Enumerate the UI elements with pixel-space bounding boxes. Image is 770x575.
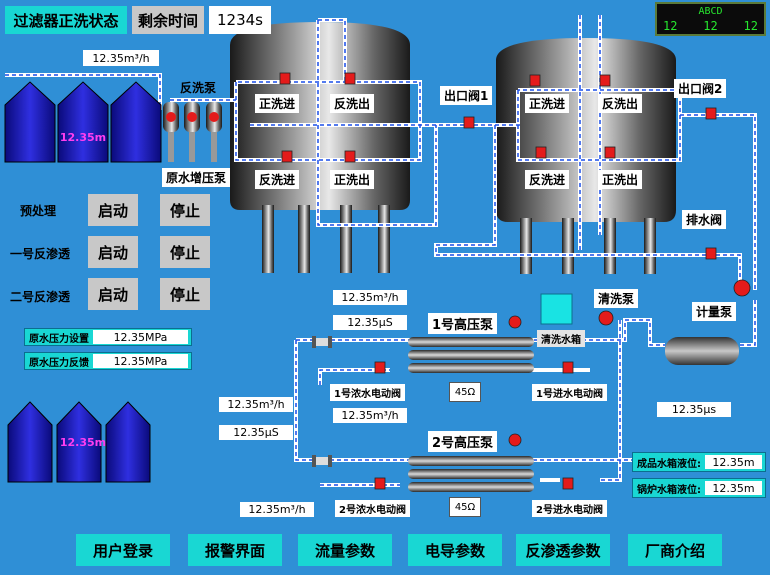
- pretreat-stop-button[interactable]: 停止: [160, 194, 210, 226]
- status-title: 过滤器正洗状态: [5, 6, 127, 34]
- lcd-title: ABCD: [698, 6, 723, 17]
- clean-pump-label: 清洗泵: [594, 289, 639, 308]
- product-level-row: 成品水箱液位: 12.35m: [632, 452, 766, 472]
- tank1-backwash-in-label: 反洗进: [255, 170, 300, 189]
- raw-water-tanks-bottom: [7, 401, 151, 483]
- ro-membranes-2: [408, 456, 534, 492]
- pretreat-label: 预处理: [20, 204, 57, 218]
- backwash-pump-label: 反洗泵: [180, 81, 217, 95]
- hp2-label: 2号高压泵: [428, 431, 498, 452]
- pressure-set-row: 原水压力设置 12.35MPa: [24, 328, 192, 346]
- lcd-display: ABCD 12 12 12: [655, 2, 766, 36]
- drain-valve-label: 排水阀: [682, 210, 727, 229]
- pressure-set-label: 原水压力设置: [29, 333, 89, 345]
- ro-membranes-1: [408, 337, 534, 373]
- tank2-backwash-out-label: 反洗出: [598, 94, 643, 113]
- top-flow-value: 12.35m³/h: [83, 50, 159, 66]
- tank1-backwash-out-label: 反洗出: [330, 94, 375, 113]
- conc2-valve-label: 2号浓水电动阀: [335, 500, 410, 517]
- pretreat-start-button[interactable]: 启动: [88, 194, 138, 226]
- boiler-level-label: 锅炉水箱液位:: [637, 484, 701, 496]
- clean-tank-label: 清洗水箱: [537, 330, 585, 347]
- ro2-start-button[interactable]: 启动: [88, 278, 138, 310]
- mid-flow-value: 12.35m³/h: [219, 397, 293, 412]
- ro2-label: 二号反渗透: [10, 290, 71, 304]
- bottom-flow-value: 12.35m³/h: [240, 502, 314, 517]
- remaining-time-value: 1234s: [209, 6, 271, 34]
- boiler-level-row: 锅炉水箱液位: 12.35m: [632, 478, 766, 498]
- ro1-start-button[interactable]: 启动: [88, 236, 138, 268]
- tank1-forward-in-label: 正洗进: [255, 94, 300, 113]
- lcd-value-1: 12: [663, 19, 678, 33]
- nav-user-login-button[interactable]: 用户登录: [76, 534, 170, 566]
- lcd-value-3: 12: [743, 19, 758, 33]
- outlet-valve-1-label: 出口阀1: [440, 86, 493, 105]
- raw-boost-pump-label: 原水增压泵: [162, 168, 231, 187]
- outlet-valve-2-label: 出口阀2: [674, 79, 727, 98]
- product-level-value: 12.35m: [705, 455, 762, 469]
- tank2-forward-out-label: 正洗出: [598, 170, 643, 189]
- tank1-forward-out-label: 正洗出: [330, 170, 375, 189]
- ro1-stop-button[interactable]: 停止: [160, 236, 210, 268]
- tank-level-top: 12.35m: [59, 130, 107, 144]
- pressure-set-value[interactable]: 12.35MPa: [93, 330, 188, 344]
- tank2-backwash-in-label: 反洗进: [525, 170, 570, 189]
- nav-alarm-button[interactable]: 报警界面: [188, 534, 282, 566]
- raw-water-tanks-top: [4, 81, 162, 163]
- nav-flow-params-button[interactable]: 流量参数: [298, 534, 392, 566]
- hp1-flow-value: 12.35m³/h: [333, 290, 407, 305]
- pressure-feedback-label: 原水压力反馈: [29, 357, 89, 369]
- ro1-label: 一号反渗透: [10, 247, 71, 261]
- clean-tank-body: [540, 293, 573, 325]
- tank2-forward-in-label: 正洗进: [525, 94, 570, 113]
- boiler-level-value: 12.35m: [705, 481, 762, 495]
- nav-vendor-info-button[interactable]: 厂商介绍: [628, 534, 722, 566]
- conc1-valve-label: 1号浓水电动阀: [330, 384, 405, 401]
- backwash-pump-group: [163, 102, 222, 162]
- remaining-time-label: 剩余时间: [132, 6, 204, 34]
- pressure-feedback-row: 原水压力反馈 12.35MPa: [24, 352, 192, 370]
- ro2-stop-button[interactable]: 停止: [160, 278, 210, 310]
- product-level-label: 成品水箱液位:: [637, 458, 701, 470]
- tank-level-bottom: 12.35m: [59, 435, 107, 449]
- product-tank-horizontal: [665, 337, 739, 365]
- hp1-conductivity-value: 12.35μS: [333, 315, 407, 330]
- in2-valve-label: 2号进水电动阀: [532, 500, 607, 517]
- hp2-gauge: 45Ω: [449, 497, 481, 517]
- right-conductivity-value: 12.35μs: [657, 402, 731, 417]
- filter-tank-2: [496, 38, 676, 274]
- hp1-label: 1号高压泵: [428, 313, 498, 334]
- nav-conductivity-params-button[interactable]: 电导参数: [408, 534, 502, 566]
- pressure-feedback-value: 12.35MPa: [93, 354, 188, 368]
- nav-ro-params-button[interactable]: 反渗透参数: [516, 534, 610, 566]
- conc1-flow-value: 12.35m³/h: [333, 408, 407, 423]
- lcd-value-2: 12: [703, 19, 718, 33]
- in1-valve-label: 1号进水电动阀: [532, 384, 607, 401]
- meter-pump-label: 计量泵: [692, 302, 737, 321]
- hp1-gauge: 45Ω: [449, 382, 481, 402]
- mid-conductivity-value: 12.35μS: [219, 425, 293, 440]
